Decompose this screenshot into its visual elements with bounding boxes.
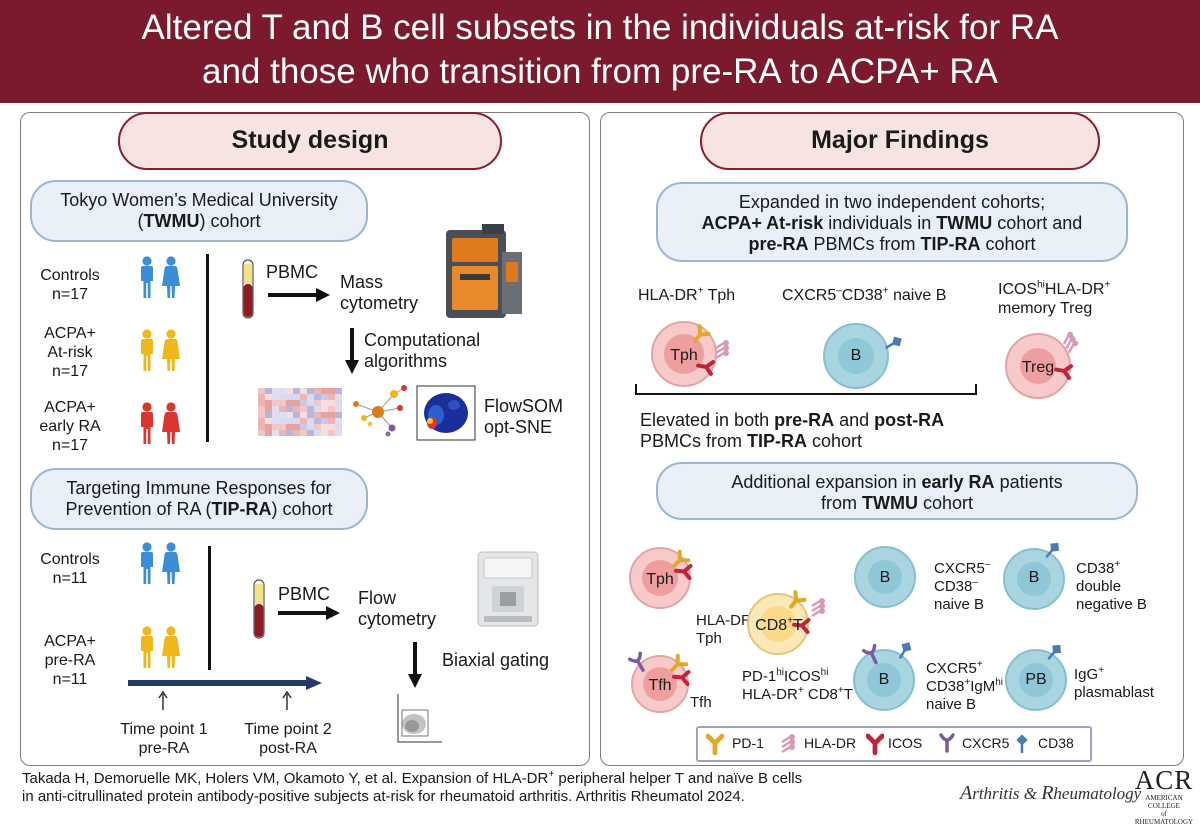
mass-cytometer-icon <box>446 224 522 318</box>
twmu-divider <box>206 254 209 442</box>
icos-legend-icon <box>866 732 884 756</box>
twmu-line-2: (TWMU) cohort <box>137 211 261 231</box>
acr-logo: ACR AMERICAN COLLEGE of RHEUMATOLOGY <box>1134 765 1194 826</box>
arrow-right-icon-2 <box>278 606 340 620</box>
naive-b-label: CXCR5–CD38+ naive B <box>782 285 947 304</box>
citation: Takada H, Demoruelle MK, Holers VM, Okam… <box>22 769 803 806</box>
journal-logo: Arthritis & Rheumatology <box>960 782 1142 804</box>
findings-box-1: Expanded in two independent cohorts; ACP… <box>656 182 1128 262</box>
tipra-line-1: Targeting Immune Responses for <box>66 478 332 498</box>
arrow-down-icon <box>345 328 359 374</box>
arrow-right-icon <box>268 288 330 302</box>
marker-legend: PD-1 HLA-DR ICOS CXCR5 CD38 <box>696 726 1092 762</box>
cd38-legend-icon <box>1015 733 1029 755</box>
b-cell-1-name: B <box>879 569 891 586</box>
tipra-pbmc-label: PBMC <box>278 584 331 604</box>
timeline-arrow <box>128 676 322 690</box>
tipra-line-2: Prevention of RA (TIP-RA) cohort <box>65 499 333 519</box>
flow-cytometer-icon <box>477 551 539 627</box>
atrisk-people-icon <box>141 329 180 371</box>
earlyra-people-icon <box>141 402 180 444</box>
study-design-heading: Study design <box>118 112 502 170</box>
b-cell-2-name: B <box>1028 569 1040 586</box>
legend-cxcr5: CXCR5 <box>962 735 1010 751</box>
b-cell-3-label: CXCR5+ CD38+IgMhi naive B <box>926 659 1004 714</box>
title-line-2: and those who transition from pre-RA to … <box>202 52 998 91</box>
hladr-legend-icon <box>780 732 797 754</box>
plasmablast-label: IgG+ plasmablast <box>1074 665 1155 702</box>
blood-tube-icon <box>242 259 254 319</box>
elevated-text: Elevated in both pre-RA and post-RA PBMC… <box>640 410 945 451</box>
arrow-down-icon-2 <box>408 642 422 688</box>
legend-hladr: HLA-DR <box>804 735 857 751</box>
title-line-1: Altered T and B cell subsets in the indi… <box>141 8 1059 47</box>
twmu-people-icons <box>141 256 180 444</box>
time-point-1-marker <box>158 690 168 710</box>
twmu-pbmc-label: PBMC <box>266 262 319 282</box>
title-banner: Altered T and B cell subsets in the indi… <box>0 0 1200 103</box>
tipra-controls-people-icon <box>141 542 180 584</box>
b-cell-2 <box>1003 538 1065 610</box>
tph-cell-bottom-name: Tph <box>646 571 674 588</box>
treg-cell-top-label: Treg <box>1021 359 1055 376</box>
findings-box-2: Additional expansion in early RA patient… <box>656 462 1138 520</box>
heatmap-icon <box>258 388 342 436</box>
b-cell-2-label: CD38+ double negative B <box>1076 559 1147 614</box>
legend-pd1: PD-1 <box>732 735 764 751</box>
tsne-plot-icon <box>416 385 476 441</box>
b-cell-3-name: B <box>878 671 890 688</box>
tfh-label: Tfh <box>690 694 712 711</box>
biaxial-gating-label: Biaxial gating <box>442 650 550 670</box>
plasmablast-cell-name: PB <box>1025 671 1047 688</box>
cd8-t-label: PD-1hiICOShi HLA-DR+ CD8+T <box>742 667 853 704</box>
tipra-divider <box>208 546 211 670</box>
tfh-cell <box>628 651 691 713</box>
cd8-t-cell <box>747 590 827 655</box>
tph-cell-bottom <box>629 547 693 609</box>
legend-icos: ICOS <box>888 735 923 751</box>
memory-treg-label: ICOShiHLA-DR+ memory Treg <box>998 279 1111 317</box>
legend-cd38: CD38 <box>1038 735 1074 751</box>
time-point-2-marker <box>282 690 292 710</box>
blood-tube-icon-2 <box>253 579 265 639</box>
tipra-cohort-box: Targeting Immune Responses for Preventio… <box>30 468 368 530</box>
hladr-tph-label: HLA-DR+ Tph <box>638 285 736 304</box>
tph-cell-top-label: Tph <box>670 347 698 364</box>
controls-people-icon <box>141 256 180 298</box>
cd8-cell-name: CD8+T <box>755 615 803 634</box>
grouping-bracket <box>635 384 977 395</box>
cxcr5-legend-icon <box>939 733 955 753</box>
b-cell-1-label: CXCR5– CD38– naive B <box>934 559 991 614</box>
naive-b-cell-top-label: B <box>850 347 862 364</box>
tph-cell-top <box>651 321 731 387</box>
major-findings-heading: Major Findings <box>700 112 1100 170</box>
plasmablast-cell <box>1005 640 1067 711</box>
treg-cell-top <box>1005 329 1082 399</box>
minimum-spanning-tree-icon <box>353 385 407 437</box>
tipra-people-icons <box>141 542 180 668</box>
twmu-line-1: Tokyo Women’s Medical University <box>60 190 338 210</box>
tfh-cell-name: Tfh <box>648 677 672 694</box>
biaxial-plot-icon <box>397 694 442 743</box>
pd1-legend-icon <box>706 732 724 756</box>
b-cell-3 <box>853 638 916 711</box>
naive-b-cell-top <box>823 323 906 389</box>
twmu-cohort-box: Tokyo Women’s Medical University (TWMU) … <box>30 180 368 242</box>
b-cell-1 <box>854 546 916 608</box>
tipra-prera-people-icon <box>141 626 180 668</box>
